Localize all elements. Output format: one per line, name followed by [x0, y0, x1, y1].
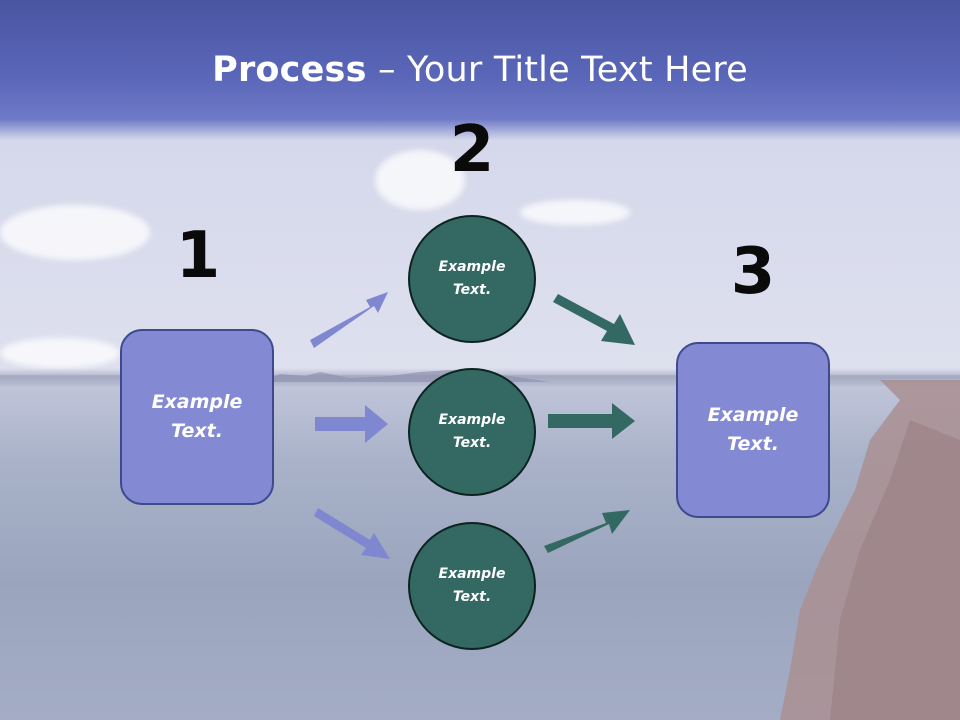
cliff	[780, 380, 960, 720]
cloud	[0, 338, 120, 368]
slide-title: Process – Your Title Text Here	[0, 50, 960, 90]
arrow-right	[548, 403, 635, 439]
circle-middle: Example Text.	[408, 368, 536, 496]
circle-top-text: Example Text.	[438, 259, 506, 298]
cloud	[0, 205, 150, 260]
cloud	[520, 200, 630, 225]
step-number-2: 2	[449, 113, 495, 187]
step-number-1: 1	[175, 219, 221, 293]
cloud	[375, 150, 465, 210]
title-bold: Process	[212, 50, 367, 90]
title-rest: – Your Title Text Here	[366, 50, 748, 90]
step-number-3: 3	[730, 235, 776, 309]
step-box-3-text: Example Text.	[707, 404, 799, 455]
circle-middle-text: Example Text.	[438, 412, 506, 451]
arrow-down-right	[553, 294, 635, 345]
title-band	[0, 0, 960, 140]
arrow-down-right	[314, 508, 390, 559]
arrow-right	[315, 405, 388, 443]
circle-top: Example Text.	[408, 215, 536, 343]
step-box-1-text: Example Text.	[151, 391, 243, 442]
step-box-1: Example Text.	[120, 329, 274, 505]
arrow-up-right	[544, 510, 630, 553]
circle-bottom-text: Example Text.	[438, 566, 506, 605]
arrow-up-right	[310, 292, 388, 348]
circle-bottom: Example Text.	[408, 522, 536, 650]
step-box-3: Example Text.	[676, 342, 830, 518]
